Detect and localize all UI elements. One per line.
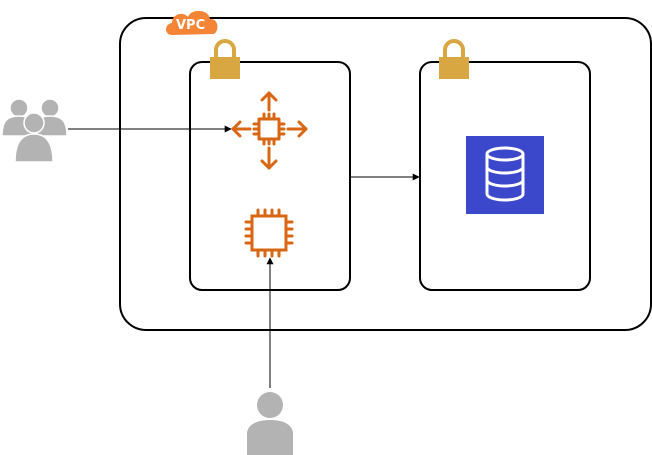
auto-scaling-icon [231,91,308,170]
private-subnet [419,61,591,291]
ec2-instance-icon [244,208,294,258]
database-icon [466,136,544,214]
vpc-cloud-icon: VPC [166,10,218,35]
vpc-container [119,17,652,331]
lock-icon [439,39,469,79]
vpc-label: VPC [176,18,205,33]
users-group-icon [1,98,68,163]
user-icon [247,392,293,455]
lock-icon [210,39,240,79]
